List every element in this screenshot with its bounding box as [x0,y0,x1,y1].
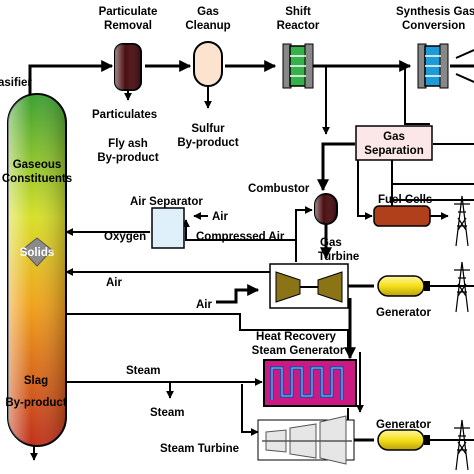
oxygen-label: Oxygen [104,231,146,243]
gas-separation-label-1: Gas [383,131,405,143]
synthesis-gas-label-2: Conversion [402,20,465,32]
air-in-label: Air [212,211,229,223]
generator-bottom-label: Generator [376,419,431,431]
shift-reactor-label-2: Reactor [277,20,320,32]
air-separator-label: Air Separator [130,196,203,208]
gasifier-label: asifier [0,77,32,89]
hrsg-label-1: Heat Recovery [256,331,337,343]
gas-turbine-label-1: Gas [320,237,342,249]
gaseous-label-1: Gaseous [13,159,62,171]
gaseous-label-2: Constituents [2,173,72,185]
solids-icon [21,237,53,267]
synthesis-gas-label-1: Synthesis Gas [396,6,474,18]
synthesis-gas-conversion-unit [417,43,449,89]
air-separator-unit [151,207,185,249]
gas-cleanup-label-2: Cleanup [185,20,230,32]
compressed-air-label: Compressed Air [196,231,285,243]
gas-cleanup-label-1: Gas [197,6,219,18]
particulate-removal-label-1: Particulate [99,6,158,18]
fly-ash-label-2: By-product [97,152,159,164]
air-to-gasifier-label: Air [106,277,123,289]
particulates-label: Particulates [92,109,157,121]
sulfur-label-2: By-product [177,137,239,149]
transmission-tower-icon [454,419,470,471]
shift-reactor-unit [282,43,314,89]
generator-bottom-unit [377,429,430,451]
particulate-removal-unit [114,43,142,91]
gasifier-vessel [7,93,67,447]
transmission-tower-icon [454,261,470,313]
generator-top-unit [377,275,430,297]
generator-top-label: Generator [376,307,431,319]
steam-out-label: Steam [150,407,185,419]
particulate-removal-label-2: Removal [104,20,152,32]
sulfur-label-1: Sulfur [191,123,225,135]
hrsg-label-2: Steam Generator [252,345,345,357]
transmission-towers [454,195,470,471]
hrsg-unit [263,359,357,407]
steam-turbine-label: Steam Turbine [160,443,239,455]
fuel-cells-label: Fuel Cells [378,194,432,206]
combustor-unit [314,193,338,225]
air-compressor-label: Air [196,299,213,311]
gas-cleanup-unit [193,41,223,87]
steam-turbine-unit [257,415,355,465]
fuel-cells-unit [373,205,431,227]
steam-left-label: Steam [126,365,161,377]
gas-turbine-unit [269,263,349,309]
combustor-label: Combustor [248,183,310,195]
gas-turbine-label-2: Turbine [318,251,359,263]
solids-label: Solids [20,247,55,259]
gas-separation-unit [355,125,433,161]
slag-label-1: Slag [24,375,48,387]
gas-separation-label-2: Separation [364,145,423,157]
transmission-tower-icon [454,195,470,247]
slag-label-2: By-product [5,397,67,409]
fly-ash-label-1: Fly ash [108,138,148,150]
shift-reactor-label-1: Shift [285,6,311,18]
